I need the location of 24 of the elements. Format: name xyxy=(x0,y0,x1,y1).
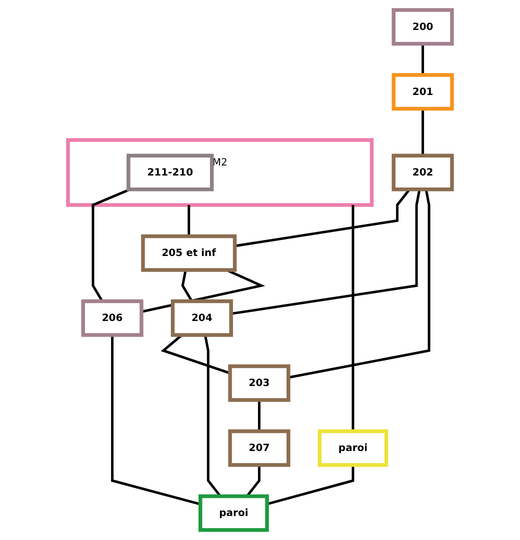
node-box: 200 xyxy=(392,8,454,46)
node-box: 205 et inf xyxy=(141,234,237,272)
node-box: 204 xyxy=(170,299,233,337)
connector xyxy=(160,334,230,374)
node-box: 207 xyxy=(228,429,290,467)
connector xyxy=(92,188,131,302)
node-box: 201 xyxy=(392,73,454,111)
connector xyxy=(352,205,354,432)
node-box: 211-210 xyxy=(126,154,214,192)
connector xyxy=(246,464,260,497)
connector xyxy=(181,270,193,302)
node-box: paroi xyxy=(198,494,269,532)
node-box: 202 xyxy=(392,154,454,192)
connector xyxy=(258,400,260,432)
node-box: paroi xyxy=(318,429,388,467)
connector xyxy=(188,205,190,236)
node-box: 203 xyxy=(228,364,290,402)
connector xyxy=(111,335,201,506)
connector xyxy=(422,44,424,75)
connector xyxy=(204,334,222,497)
connector xyxy=(234,188,411,248)
node-box: 206 xyxy=(81,299,144,337)
connector xyxy=(422,108,424,156)
connector xyxy=(288,189,430,379)
